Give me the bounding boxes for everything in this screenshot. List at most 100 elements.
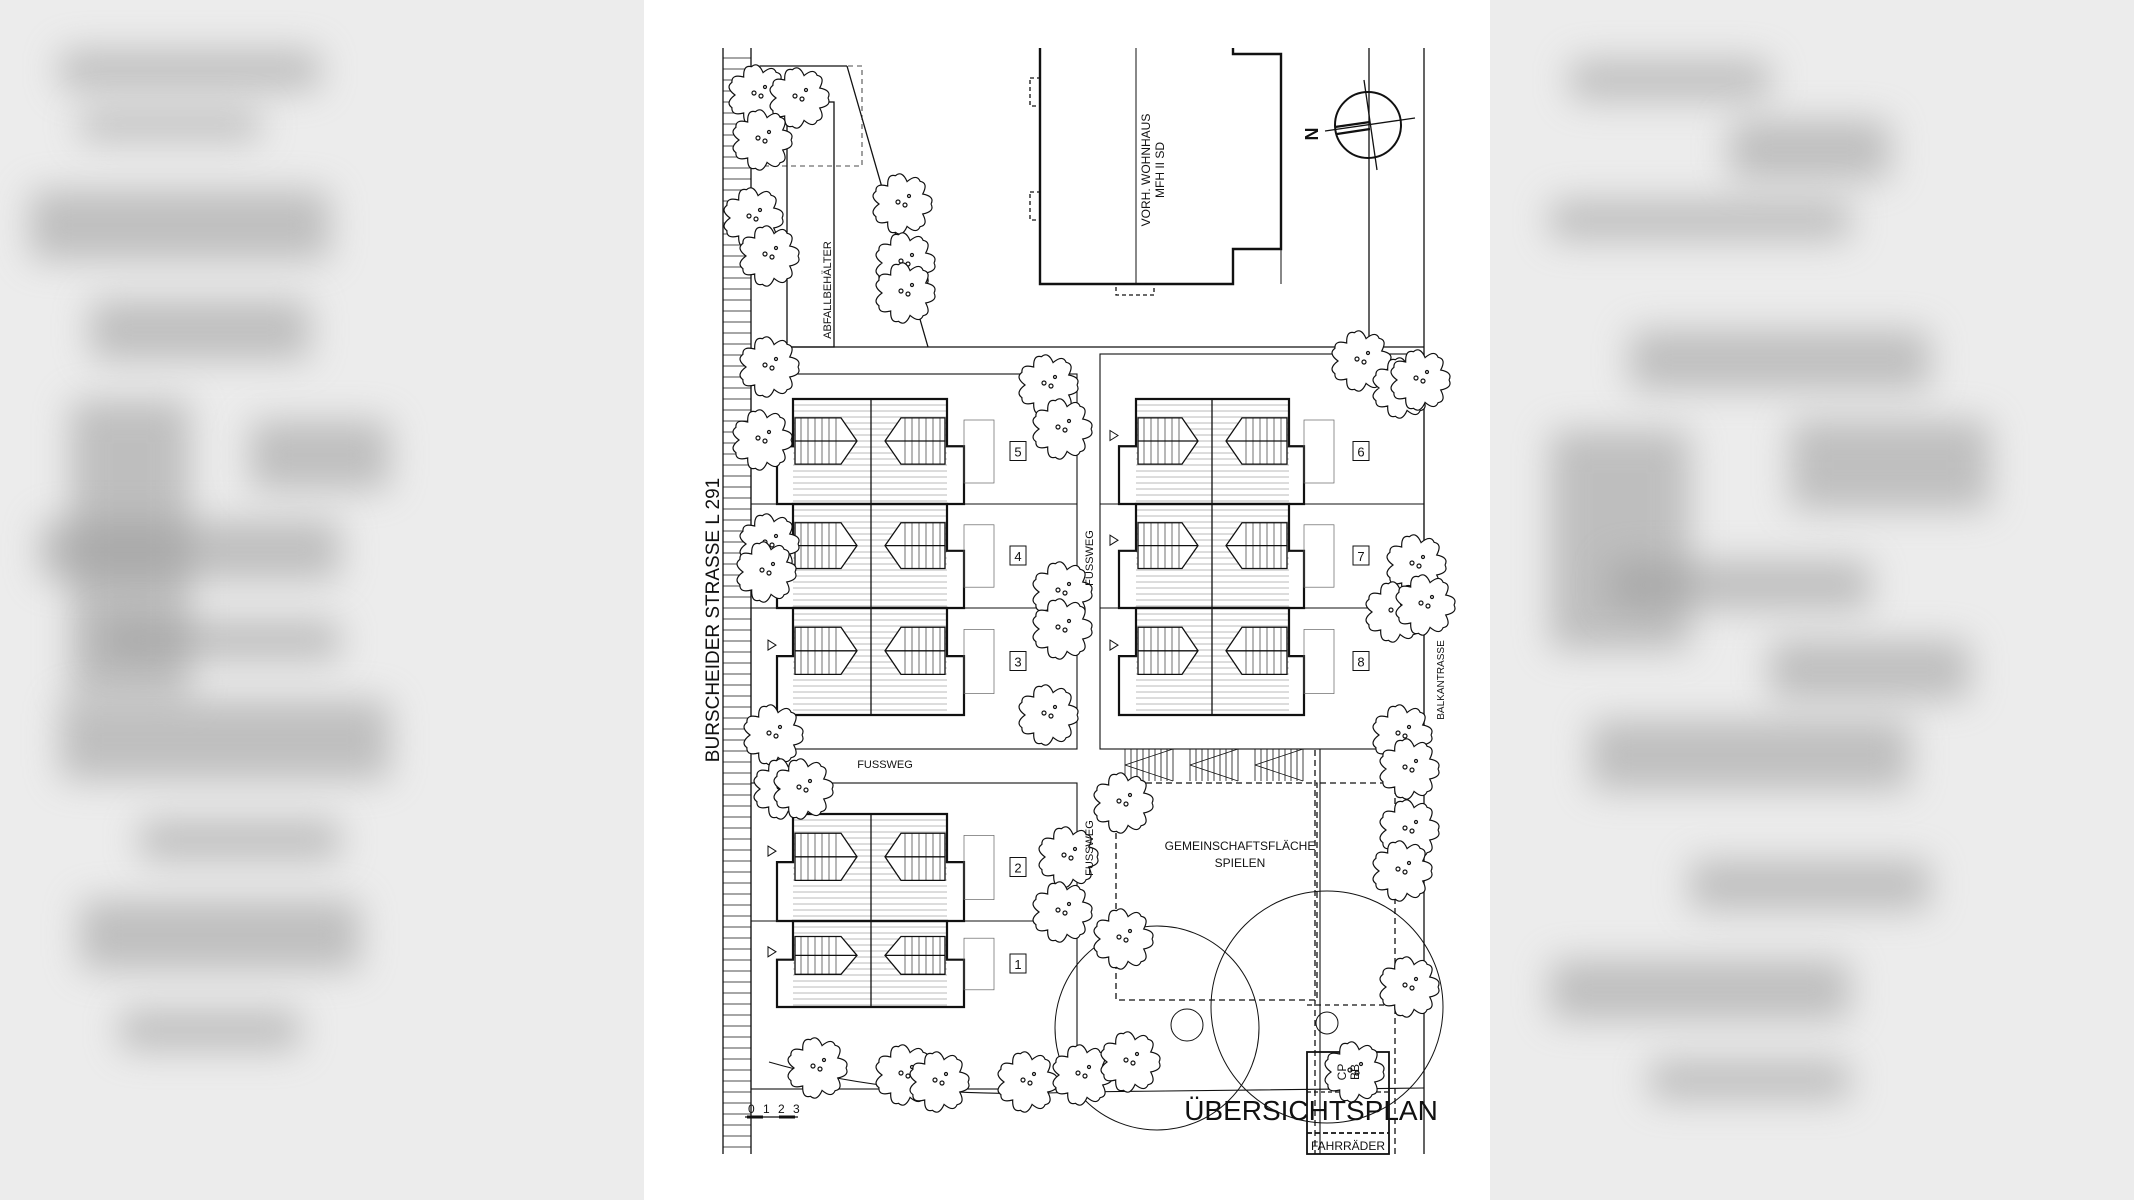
row-house-unit (1109, 397, 1335, 506)
row-house-unit (767, 606, 995, 717)
tree-icon (1052, 1044, 1113, 1106)
plot-number-box (1009, 953, 1027, 974)
blurred-block (60, 700, 390, 780)
tree-icon (875, 262, 936, 324)
tree-icon (1386, 534, 1447, 596)
existing-building-label: VORH. WOHNHAUS MFH II SD (1139, 114, 1167, 227)
tree-icon (1032, 598, 1093, 660)
tree-icon (1379, 956, 1440, 1018)
scale-label: 3 (793, 1102, 800, 1116)
blurred-background-right (1490, 0, 2134, 1200)
blurred-block (1570, 60, 1770, 100)
existing-building (1038, 48, 1283, 286)
scale-label: 0 (748, 1102, 755, 1116)
blurred-block (60, 50, 320, 90)
scale-label: 2 (778, 1102, 785, 1116)
blurred-block (1550, 200, 1850, 240)
blurred-block (1610, 560, 1870, 610)
tree-icon (909, 1051, 970, 1113)
tree-icon (1379, 738, 1440, 800)
tree-icon (1324, 1041, 1385, 1103)
tree-icon (872, 173, 933, 235)
blurred-block (1590, 720, 1910, 790)
bicycles-label: FAHRRÄDER (1311, 1139, 1385, 1153)
blurred-block (120, 1010, 300, 1050)
tree-icon (769, 67, 830, 129)
waste-container-label: ABFALLBEHÄLTER (822, 241, 834, 339)
tree-icon (1100, 1031, 1161, 1093)
row-house-unit (767, 919, 995, 1009)
existing-building-line-1: VORH. WOHNHAUS (1139, 114, 1153, 227)
parking-box-label: CP BB (1335, 1064, 1362, 1081)
blurred-block (30, 190, 330, 260)
blurred-block (140, 820, 340, 860)
row-house-unit (767, 397, 995, 506)
existing-building-line-2: MFH II SD (1153, 142, 1167, 198)
tree-icon (1390, 349, 1451, 411)
plot-number: 3 (1014, 655, 1021, 670)
blurred-block (1550, 960, 1850, 1020)
tree-icon (1372, 840, 1433, 902)
plot-number-box (1009, 651, 1027, 671)
plot-number-box (1352, 545, 1370, 566)
blurred-block (1650, 1060, 1850, 1100)
plot-number: 8 (1357, 655, 1364, 670)
tree-icon (1093, 908, 1154, 970)
footpath-label-vertical-upper: FUSSWEG (1084, 530, 1096, 586)
blurred-block (90, 300, 310, 360)
blurred-block (1690, 860, 1930, 910)
tree-icon (739, 336, 800, 398)
scale-label: 1 (763, 1102, 770, 1116)
common-play-area (1054, 748, 1444, 1154)
plot-number-box (1352, 651, 1370, 671)
tree-icon (787, 1037, 848, 1099)
street-name-label: BURSCHEIDER STRASSE L 291 (703, 478, 724, 762)
tree-icon (732, 109, 793, 171)
plot-number: 1 (1014, 957, 1021, 972)
tree-icon (1395, 574, 1456, 636)
blurred-block (1770, 640, 1970, 700)
blurred-background-left (0, 0, 644, 1200)
row-house-unit (1109, 606, 1335, 717)
tree-icon (1032, 881, 1093, 943)
tree-icon (997, 1051, 1058, 1113)
tree-icon (1018, 684, 1079, 746)
blurred-block (80, 110, 260, 140)
plot-number-box (1352, 441, 1370, 461)
scale-bar-labels: 0 1 2 3 (748, 1102, 800, 1116)
plot-number-box (1009, 857, 1027, 877)
plot-number: 2 (1014, 861, 1021, 876)
tree-icon (736, 541, 797, 603)
blurred-block (40, 520, 340, 580)
plot-number-box (1009, 441, 1027, 461)
tree-icon (1093, 772, 1154, 834)
footpath-label-horizontal: FUSSWEG (857, 759, 913, 771)
blurred-block (1730, 120, 1890, 180)
parking-label-bb: BB (1348, 1064, 1362, 1080)
common-area-label-2: SPIELEN (1215, 856, 1266, 870)
plan-title: ÜBERSICHTSPLAN (1184, 1095, 1438, 1126)
plot-number: 7 (1357, 549, 1364, 564)
tree-icon (739, 225, 800, 287)
row-house-unit (767, 502, 995, 610)
north-label: N (1302, 128, 1322, 141)
blurred-block (1630, 330, 1930, 390)
tree-icon (732, 409, 793, 471)
tree-icon (773, 758, 834, 820)
tree-icon (743, 704, 804, 766)
blurred-block (250, 420, 390, 490)
plot-boundaries (750, 353, 1425, 1154)
row-house-unit (767, 812, 995, 923)
blurred-block (1550, 430, 1690, 650)
plot-number: 5 (1014, 445, 1021, 460)
parking-label-cp: CP (1335, 1064, 1349, 1081)
blurred-block (100, 620, 340, 660)
plot-number: 6 (1357, 445, 1364, 460)
row-house-unit (1109, 502, 1335, 610)
north-arrow-icon (1324, 79, 1416, 171)
tree-icon (1032, 398, 1093, 460)
footpath-label-vertical-lower: FUSSWEG (1084, 820, 1096, 876)
balcony-route-label: BALKANTRASSE (1436, 640, 1447, 720)
common-area-label-1: GEMEINSCHAFTSFLÄCHE (1165, 839, 1316, 853)
